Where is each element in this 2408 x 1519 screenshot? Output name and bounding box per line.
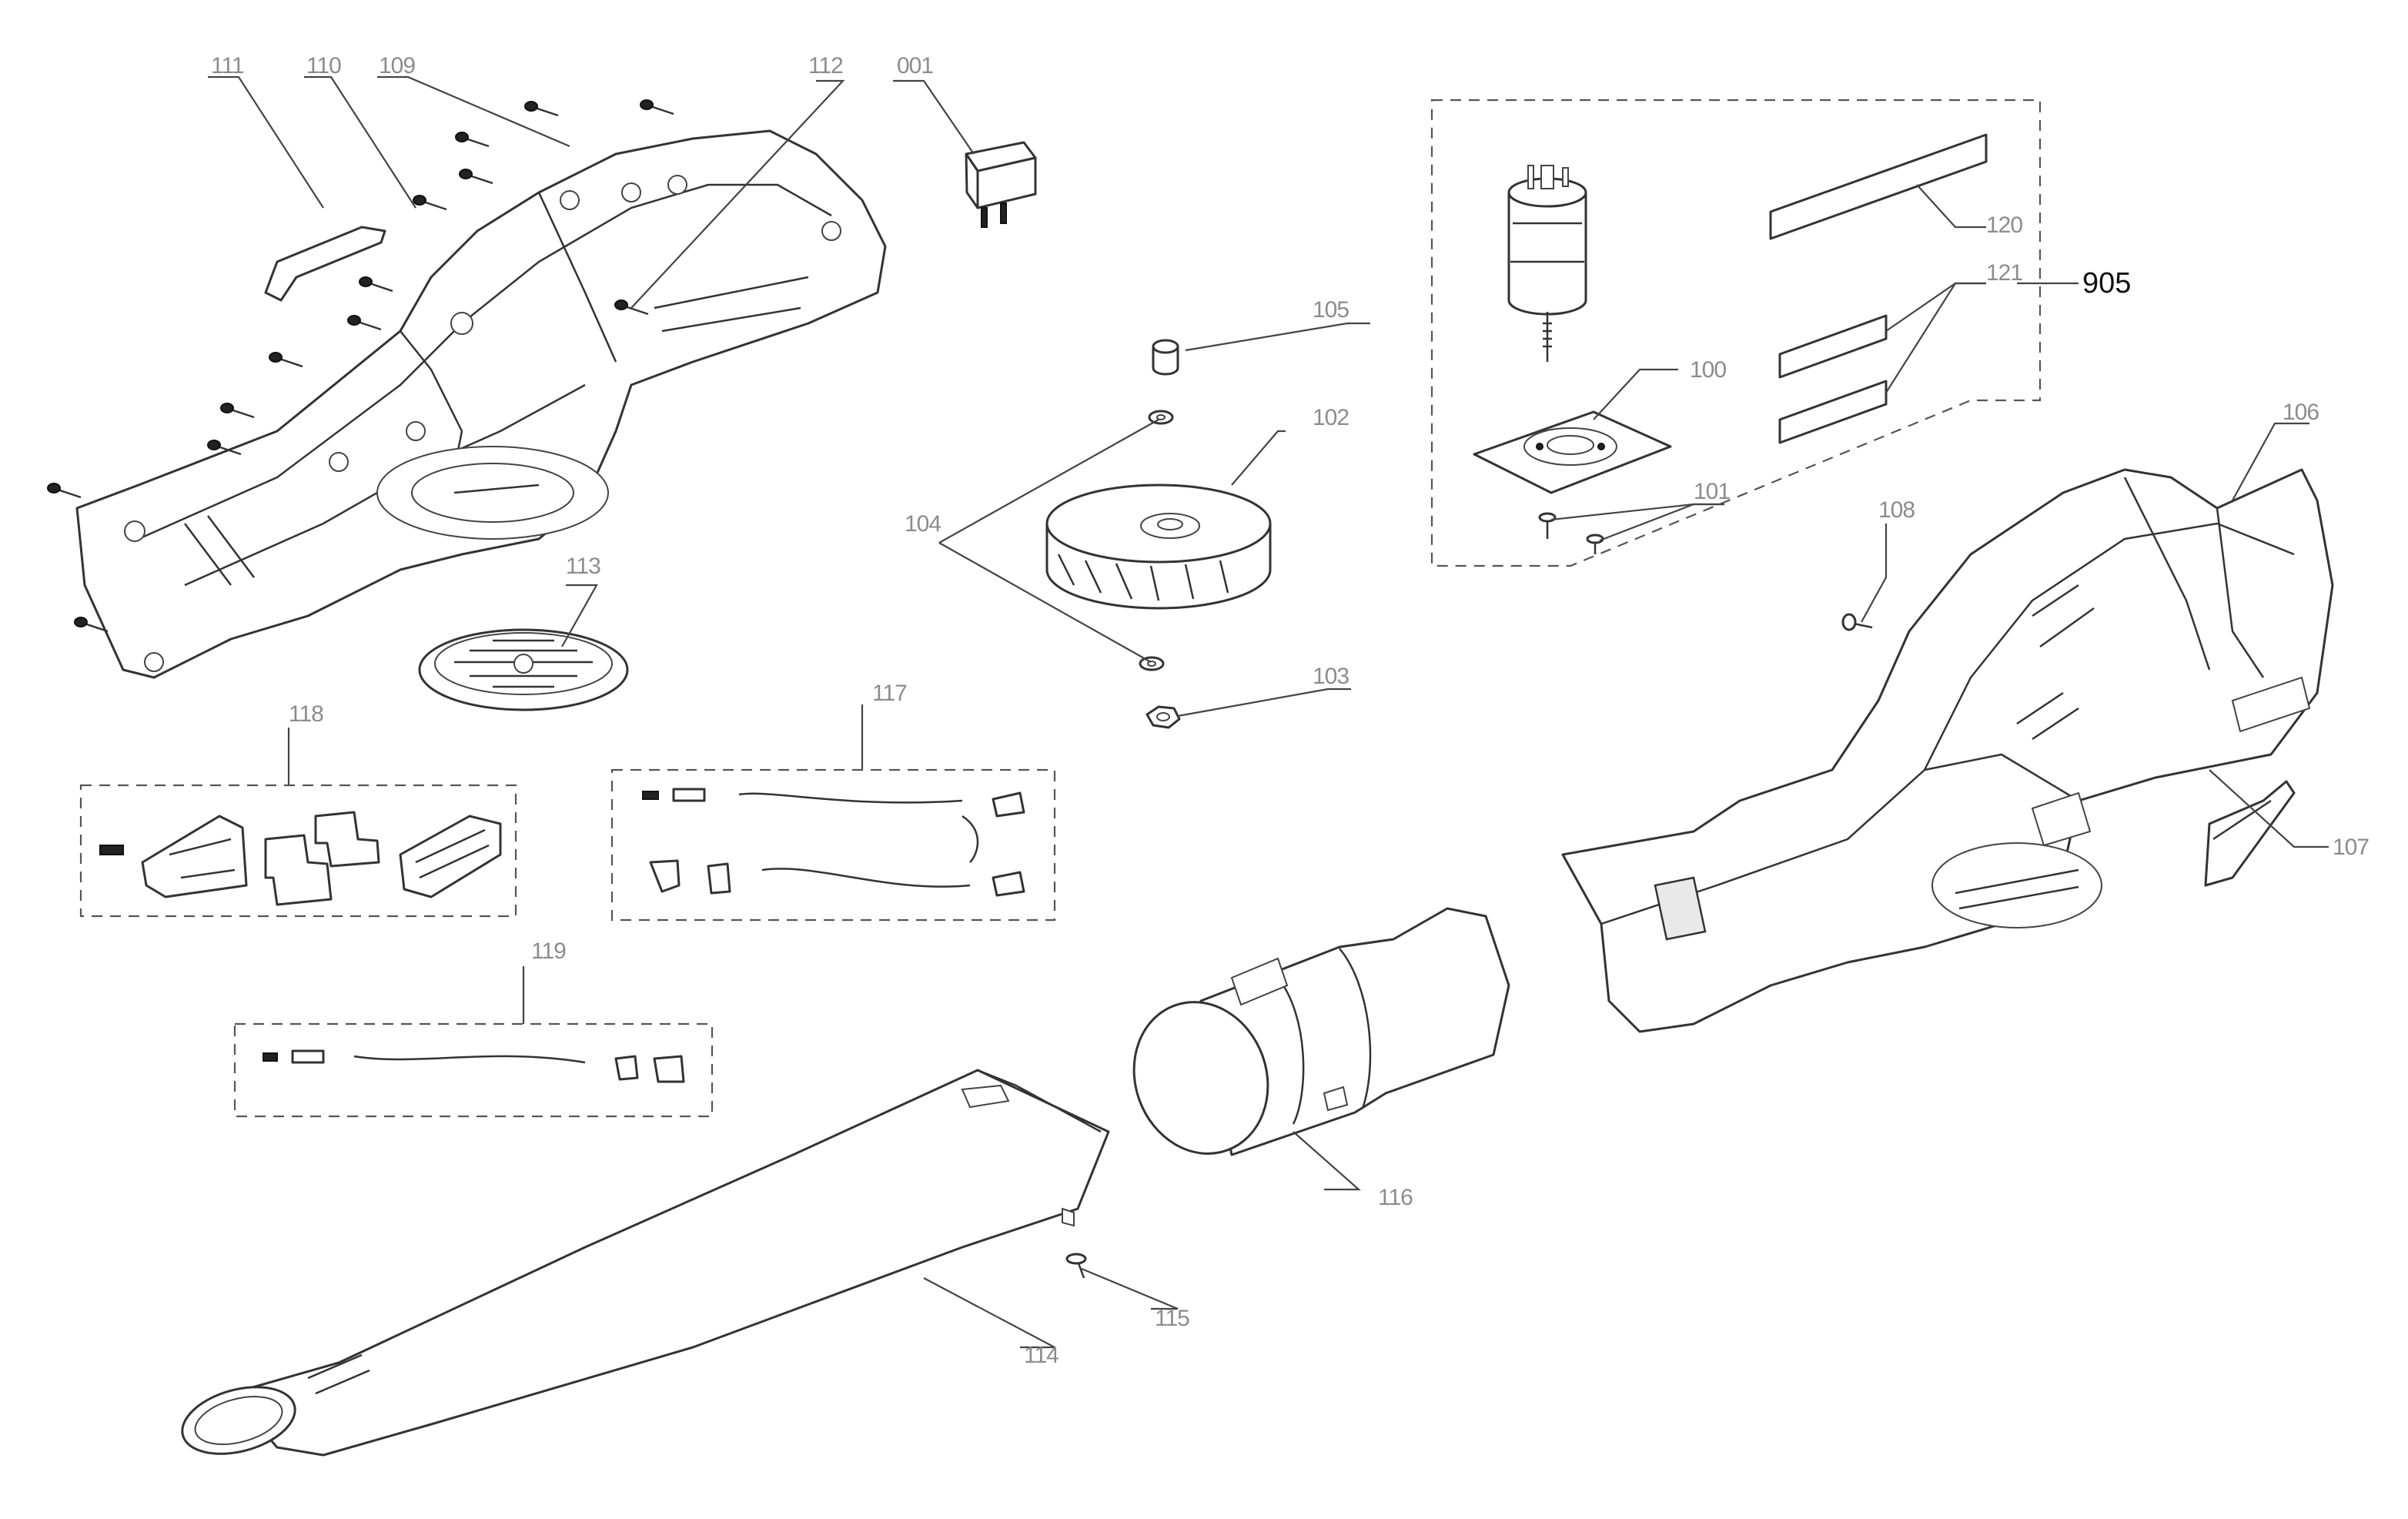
label-001: 001 <box>897 53 933 79</box>
screw-icon <box>74 617 109 633</box>
screw-icon <box>524 101 559 117</box>
fan-impeller-part <box>1045 483 1272 610</box>
label-117: 117 <box>872 681 907 706</box>
foam-pad-upper-part <box>1778 314 1888 379</box>
label-107: 107 <box>2333 835 2369 860</box>
grille-part <box>418 628 629 711</box>
handle-screw-part <box>1841 613 1873 631</box>
label-106: 106 <box>2283 400 2319 425</box>
screw-icon <box>455 132 490 148</box>
screw-icon <box>413 195 447 211</box>
label-905: 905 <box>2082 267 2131 299</box>
label-116: 116 <box>1378 1185 1413 1210</box>
screw-icon <box>614 299 649 316</box>
label-112: 112 <box>808 53 843 79</box>
screw-icon <box>459 169 493 185</box>
label-108: 108 <box>1878 497 1915 523</box>
label-111: 111 <box>211 53 244 79</box>
housing-right-half <box>1561 468 2334 1033</box>
part-labels: 111 110 109 112 001 105 102 104 103 113 … <box>211 53 2370 1368</box>
switch-cover-part <box>264 226 386 302</box>
bushing-part <box>1152 339 1179 376</box>
label-100: 100 <box>1690 357 1726 383</box>
label-121: 121 <box>1986 260 2022 286</box>
label-120: 120 <box>1986 212 2022 238</box>
label-114: 114 <box>1024 1343 1059 1368</box>
foam-strip-long-part <box>1769 133 1988 240</box>
housing-screws <box>47 99 674 633</box>
label-118: 118 <box>289 701 323 727</box>
wire-kit-box <box>233 1022 714 1118</box>
nut-part <box>1145 705 1181 729</box>
foam-pad-lower-part <box>1778 380 1888 444</box>
screw-icon <box>640 99 674 115</box>
motor-part <box>1507 165 1587 362</box>
label-115: 115 <box>1155 1306 1189 1331</box>
blower-nozzle-part <box>181 1069 1110 1457</box>
tube-screw-part <box>1065 1253 1087 1279</box>
housing-left-half <box>75 129 887 679</box>
screw-icon <box>99 845 124 855</box>
screw-icon <box>263 1052 278 1062</box>
screw-icon <box>207 440 242 456</box>
motor-plate-part <box>1473 410 1672 494</box>
switch-parts-box <box>79 784 517 918</box>
handle-pad-part <box>2204 780 2296 887</box>
screw-icon <box>47 483 82 499</box>
screw-icon <box>220 403 255 419</box>
label-103: 103 <box>1313 664 1349 689</box>
washer-bottom-part <box>1139 656 1165 671</box>
plate-screws-part <box>1538 512 1604 554</box>
wiring-kit-box <box>610 768 1056 922</box>
washer-top-part <box>1148 410 1174 425</box>
screw-icon <box>269 352 303 368</box>
label-105: 105 <box>1313 297 1349 323</box>
screw-icon <box>359 276 393 293</box>
label-104: 104 <box>905 511 941 537</box>
power-switch-part <box>965 141 1037 228</box>
extension-tube-part <box>1132 907 1510 1156</box>
label-101: 101 <box>1694 479 1730 504</box>
label-102: 102 <box>1313 405 1349 430</box>
label-109: 109 <box>379 53 415 79</box>
leader-lines <box>208 75 2329 1349</box>
screw-icon <box>347 315 382 331</box>
label-119: 119 <box>531 939 566 964</box>
screw-icon <box>642 791 659 800</box>
label-113: 113 <box>566 554 600 579</box>
label-110: 110 <box>306 53 341 79</box>
